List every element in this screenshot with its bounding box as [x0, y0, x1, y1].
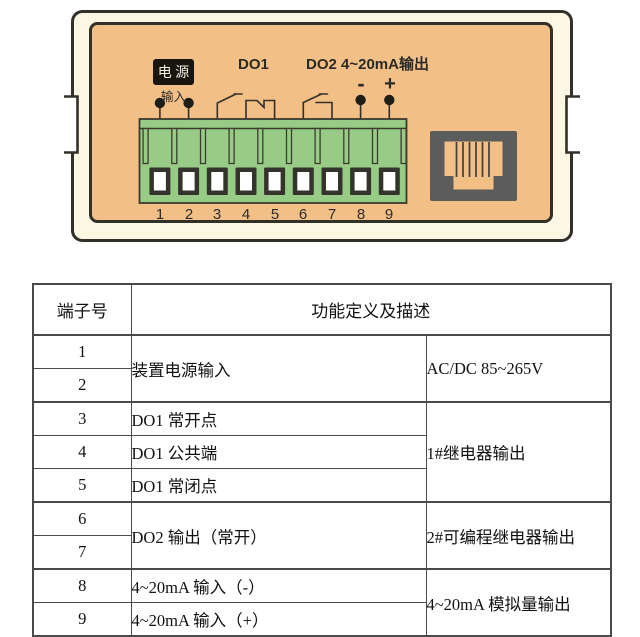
function-cell: 4~20mA 输入（+）	[130, 602, 427, 637]
terminal-number: 6	[298, 206, 308, 223]
terminal-number: 9	[384, 206, 394, 223]
wiring-and-relay-symbols	[159, 93, 391, 120]
terminal-slots	[142, 127, 407, 165]
function-cell: DO1 常开点	[130, 401, 427, 436]
terminal-cell: 1	[32, 334, 132, 369]
function-cell: 装置电源输入	[130, 334, 427, 403]
description-cell: 2#可编程继电器输出	[425, 501, 612, 570]
power-input-label: 输入	[160, 90, 186, 104]
terminal-cell: 7	[32, 535, 132, 570]
mount-notch-left	[64, 95, 79, 154]
terminal-number: 8	[356, 206, 366, 223]
description-cell: 1#继电器输出	[425, 401, 612, 503]
do1-label: DO1	[238, 56, 269, 73]
terminal-number: 2	[184, 206, 194, 223]
table-header-row: 端子号 功能定义及描述	[32, 283, 612, 336]
terminal-number: 3	[212, 206, 222, 223]
terminal-cell: 8	[32, 568, 132, 603]
function-cell: 4~20mA 输入（-）	[130, 568, 427, 603]
table-row: 3 DO1 常开点 1#继电器输出	[32, 401, 612, 503]
header-function: 功能定义及描述	[130, 283, 612, 336]
terminal-dots	[154, 94, 395, 109]
table-row: 4 DO1 公共端	[32, 435, 611, 469]
terminal-number: 7	[327, 206, 337, 223]
rj11-cutout	[444, 141, 503, 190]
header-terminal-no: 端子号	[32, 283, 132, 336]
plus-polarity-label: +	[384, 73, 396, 95]
terminal-cell: 5	[32, 468, 132, 503]
function-cell: DO1 公共端	[130, 435, 427, 469]
terminal-cell: 2	[32, 368, 132, 403]
function-cell: DO2 输出（常开）	[130, 501, 427, 570]
terminal-number: 5	[270, 206, 280, 223]
minus-polarity-label: -	[357, 71, 365, 96]
terminal-cell: 4	[32, 435, 132, 469]
do2-output-label: DO2 4~20mA输出	[306, 56, 429, 73]
terminal-cell: 3	[32, 401, 132, 436]
rj11-pins	[455, 142, 490, 177]
mount-notch-right	[565, 95, 580, 154]
description-cell: AC/DC 85~265V	[425, 334, 612, 403]
table-row: 7	[32, 535, 611, 570]
table-row: 1 装置电源输入 AC/DC 85~265V	[32, 334, 612, 403]
description-cell: 4~20mA 模拟量输出	[425, 568, 612, 637]
rj11-jack	[430, 131, 517, 201]
screw-terminals	[149, 167, 400, 195]
terminal-number: 4	[241, 206, 251, 223]
table-row: 2	[32, 368, 611, 403]
terminal-cell: 9	[32, 602, 132, 637]
function-cell: DO1 常闭点	[130, 468, 427, 503]
power-label-box: 电 源	[153, 59, 194, 85]
table-row: 9 4~20mA 输入（+）	[32, 602, 611, 637]
table-row: 6 DO2 输出（常开） 2#可编程继电器输出	[32, 501, 612, 570]
table-row: 5 DO1 常闭点	[32, 468, 611, 503]
terminal-number: 1	[155, 206, 165, 223]
terminal-cell: 6	[32, 501, 132, 536]
terminal-definition-table: 端子号 功能定义及描述 1 装置电源输入 AC/DC 85~265V 2 3 D…	[32, 283, 612, 637]
table-row: 8 4~20mA 输入（-） 4~20mA 模拟量输出	[32, 568, 612, 637]
device-rear-panel-diagram	[64, 10, 580, 242]
